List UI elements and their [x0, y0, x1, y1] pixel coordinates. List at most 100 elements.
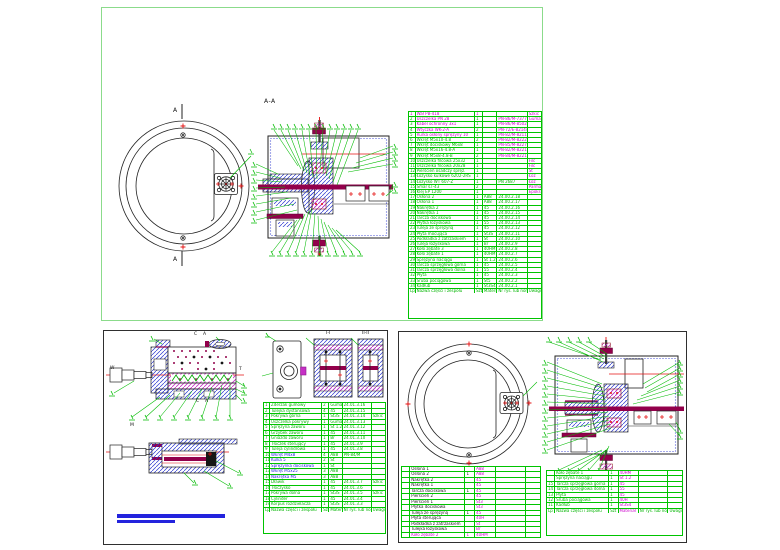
bom-cell: 24.00.2.16 — [497, 205, 528, 210]
bom-cell: A88 — [475, 472, 496, 477]
bom-cell: 1 — [465, 510, 476, 516]
bom-cell: 1 — [322, 496, 330, 501]
bom-cell: 55 — [483, 268, 498, 273]
bom-cell: 1 — [475, 122, 483, 127]
bom-cell: 3 — [409, 122, 416, 127]
bom-cell: 24.00.2.1 — [497, 283, 528, 288]
bom-cell: 12 — [410, 169, 416, 174]
bom-cell: Osłona 1 — [416, 200, 475, 205]
bom-cell: 11 — [548, 503, 556, 508]
bom-cell: Sprężyna zaworu — [270, 425, 323, 430]
bom-cell: 24.01.3.15 — [343, 408, 372, 413]
bom-cell: 24.01.3.12 — [343, 425, 372, 430]
callout-ticks — [109, 332, 270, 489]
bom-cell — [496, 483, 527, 488]
bom-cell: 20 — [410, 210, 416, 216]
bom-cell: 24.00.2.17 — [497, 200, 528, 205]
bom-cell — [528, 216, 541, 220]
bom-cell: PN-84/M — [343, 452, 372, 457]
bom-cell: 24.01.3.16 — [343, 403, 372, 408]
bom-cell: 24.00.2.4 — [497, 268, 528, 273]
bom-cell — [497, 112, 528, 117]
bom-cell — [526, 478, 540, 482]
bom-cell: Tarcza sprzęgłowa dolna — [416, 268, 475, 273]
title-bar-2 — [117, 520, 175, 523]
bom-cell — [496, 505, 527, 510]
bom-cell: 1 — [475, 112, 483, 117]
bom-cell: 24.00.2.15 — [497, 210, 528, 216]
bom-cell: 1 — [475, 221, 483, 226]
bom-cell: 40HM — [483, 252, 498, 257]
bom-cell — [372, 442, 385, 447]
bom-cell — [402, 483, 411, 488]
valve-section-view — [106, 339, 244, 400]
bom-cell — [496, 527, 527, 532]
bom-cell: PN-84/M-82218 — [498, 153, 528, 158]
bom-cell: Wkręt M5x25 — [270, 469, 323, 474]
bom-cell: Tuleja cylindrowa — [270, 447, 323, 452]
bom-cell — [526, 533, 540, 537]
bom-cell: Płyta mocująca — [416, 231, 475, 236]
bom-cell: Pierścień 2 — [410, 494, 466, 499]
bom-cell: Szkic — [372, 491, 383, 495]
bom-cell: Lp — [265, 507, 271, 512]
bom-cell: 45 — [329, 480, 343, 485]
bom-cell: 24.01.3.9 — [343, 441, 372, 446]
bom-cell: Śruba pociągowa — [555, 497, 610, 503]
bom-cell — [372, 502, 385, 507]
bom-cell: 18 — [410, 200, 416, 205]
callout-ticks — [251, 123, 398, 257]
bom-cell — [496, 532, 527, 538]
bom-cell — [465, 477, 476, 483]
bom-cell: 24.01.3.6 — [343, 485, 372, 490]
bom-cell: 7 — [264, 436, 271, 441]
bom-cell: 55 — [483, 221, 498, 226]
bom-cell — [496, 499, 527, 505]
bom-cell: Łoż — [528, 174, 536, 179]
bom-cell: 1 — [609, 471, 619, 476]
bom-cell: Uwagi — [372, 507, 385, 512]
bom-cell: PN-82/M-82215 — [498, 148, 528, 153]
bom-cell — [528, 211, 541, 215]
bom-cell: Filc — [528, 158, 536, 163]
bom-cell: 1 — [322, 502, 330, 507]
bom-cell: 8 — [409, 148, 416, 153]
bom-cell: 1 — [322, 491, 330, 496]
bom-cell: 1 — [609, 497, 619, 503]
bom-cell — [483, 158, 498, 164]
bom-cell: 24.01.3.13 — [343, 419, 372, 424]
bom-cell — [372, 475, 385, 480]
bom-cell: 1 — [475, 210, 483, 216]
bom-cell: 24.00.2.3 — [497, 273, 528, 278]
bom-cell: A88 — [483, 200, 498, 205]
bom-cell — [465, 494, 476, 499]
bom-cell: 29 — [410, 257, 416, 262]
bom-cell: Dławik — [270, 480, 323, 485]
bom-cell: Nr rys. lub normy — [498, 288, 528, 294]
bom-cell — [483, 138, 498, 143]
bom-cell: 40HM — [475, 532, 496, 538]
bom-cell: 10 — [265, 452, 271, 457]
bom-cell: Tłoczek sterujący — [270, 441, 323, 446]
bom-cell: 45 — [619, 481, 639, 487]
bom-cell: 25 — [410, 236, 416, 242]
section-label-ii-ii: II-II — [362, 331, 369, 336]
bom-cell — [402, 516, 411, 521]
bom-cell: Tłoczysko — [270, 485, 323, 490]
bom-cell: 23 — [410, 226, 416, 231]
